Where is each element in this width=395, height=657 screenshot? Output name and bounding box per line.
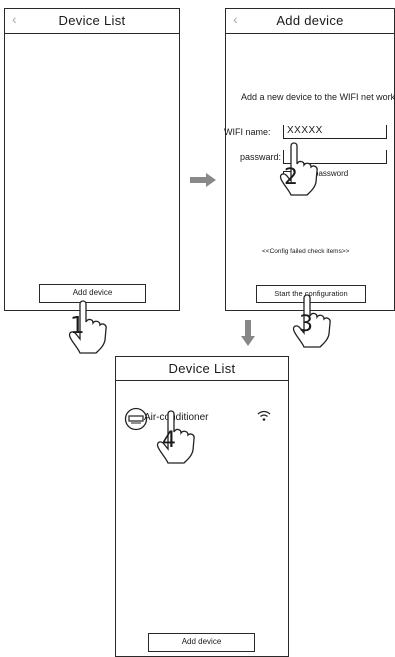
password-field[interactable] xyxy=(283,150,387,164)
step-number-3: 3 xyxy=(299,312,313,337)
wifi-name-label: WIFI name: xyxy=(224,127,271,137)
wifi-name-field[interactable]: XXXXX xyxy=(283,125,387,139)
instruction-text: Add a new device to the WIFI net work xyxy=(241,92,395,102)
step-number-4: 4 xyxy=(162,428,176,453)
pointing-hand-icon-2 xyxy=(279,142,318,196)
add-device-screen: ‹ Add device Add a new device to the WIF… xyxy=(224,8,395,311)
wifi-signal-icon xyxy=(257,410,271,421)
pointing-hand-icon-3 xyxy=(292,294,331,348)
pointing-hand-icon-4 xyxy=(156,410,195,464)
back-icon[interactable]: ‹ xyxy=(12,11,17,27)
page-title: Add device xyxy=(276,13,344,28)
header-bar: Device List xyxy=(116,357,288,381)
password-label: passward: xyxy=(240,152,282,162)
header-bar: ‹ Add device xyxy=(226,9,394,34)
arrow-down-icon xyxy=(241,320,255,346)
show-password-label: w password xyxy=(306,169,349,178)
page-title: Device List xyxy=(58,13,126,28)
air-conditioner-icon xyxy=(124,407,148,431)
page-title: Device List xyxy=(168,361,236,376)
add-device-button[interactable]: Add device xyxy=(148,633,255,652)
device-list-screen-2: Device List Air-conditioner Add device xyxy=(115,356,289,657)
step-number-1: 1 xyxy=(70,313,85,339)
header-bar: ‹ Device List xyxy=(5,9,179,34)
back-icon[interactable]: ‹ xyxy=(233,11,238,27)
config-failed-link[interactable]: <<Config failed check items>> xyxy=(262,248,350,255)
wifi-name-value: XXXXX xyxy=(287,125,323,136)
pointing-hand-icon-1 xyxy=(68,300,107,354)
device-list-item[interactable]: Air-conditioner xyxy=(124,407,274,433)
arrow-right-icon xyxy=(190,173,216,187)
add-device-button[interactable]: Add device xyxy=(39,284,146,303)
device-name: Air-conditioner xyxy=(144,412,209,423)
device-list-screen-1: ‹ Device List Add device xyxy=(4,8,180,311)
step-number-2: 2 xyxy=(284,165,298,190)
start-configuration-button[interactable]: Start the configuration xyxy=(256,285,366,303)
